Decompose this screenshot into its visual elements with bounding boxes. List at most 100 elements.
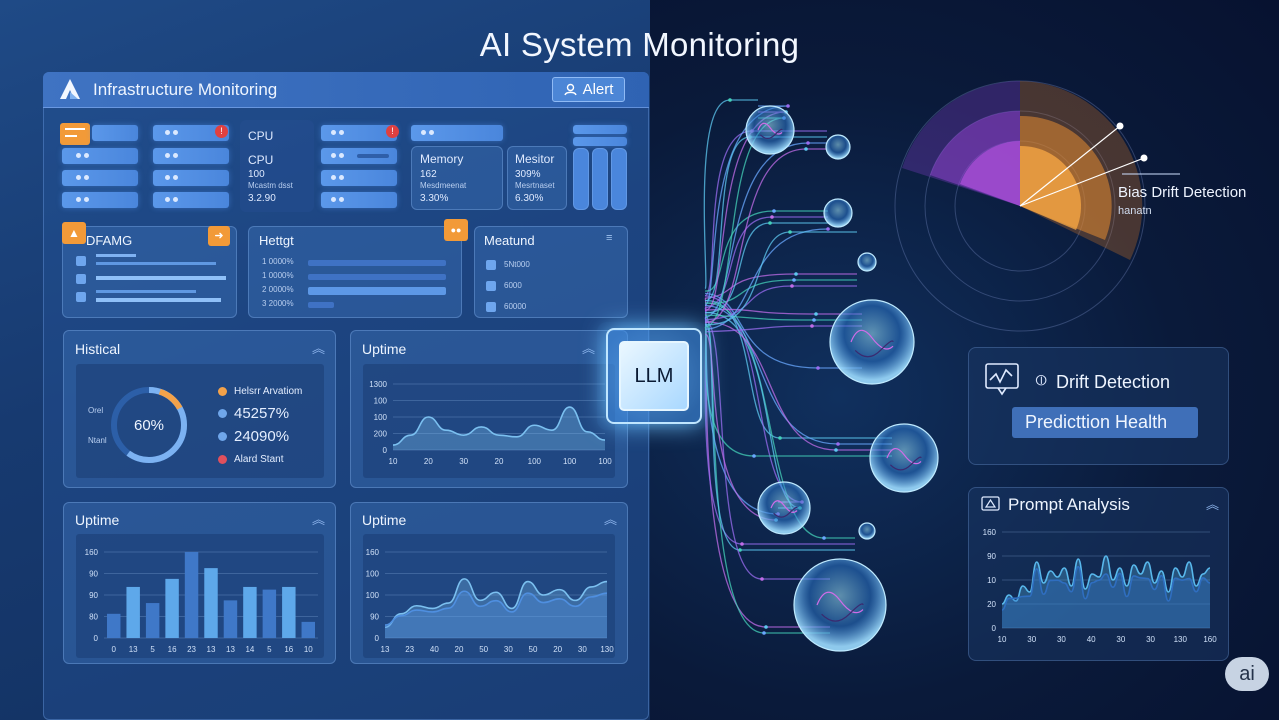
- bar: [107, 613, 121, 638]
- meatund-card: [474, 226, 628, 318]
- nn-node: [790, 284, 794, 288]
- legend-dot: [218, 386, 227, 396]
- network-orb: [825, 134, 851, 160]
- prediction-health-button[interactable]: Predicttion Health: [1012, 407, 1198, 438]
- prompt-series-line: [1001, 555, 1211, 605]
- y-tick-label: 100: [366, 591, 380, 600]
- server-bar: [321, 170, 397, 186]
- uptime-area-line: [392, 406, 606, 446]
- meatund-rows: 5Nt000 6000 60000: [486, 254, 616, 317]
- nn-connection: [704, 285, 857, 321]
- memory-card: [411, 146, 503, 210]
- x-tick-label: 30: [459, 457, 468, 466]
- y-tick-label: 160: [983, 528, 997, 537]
- nn-connection: [704, 210, 828, 292]
- arrow-icon: ➜: [208, 226, 230, 246]
- nn-node: [804, 147, 808, 151]
- ai-badge[interactable]: ai: [1225, 657, 1269, 691]
- server-bar: [153, 170, 229, 186]
- server-bar: [411, 125, 503, 141]
- legend-label: 45257%: [234, 405, 290, 422]
- page-title: AI System Monitoring: [479, 26, 800, 63]
- bar: [204, 568, 218, 638]
- nn-node: [762, 631, 766, 635]
- collapse-chevron-icon[interactable]: ︽: [1206, 497, 1220, 512]
- nn-connection: [703, 99, 758, 290]
- nn-node: [826, 227, 830, 231]
- prompt-analysis-title: Prompt Analysis: [1008, 495, 1130, 514]
- x-tick-label: 100: [563, 457, 577, 466]
- bar: [126, 586, 140, 638]
- cpu-sub: Mcastm dsst: [248, 181, 293, 190]
- infrastructure-header: [43, 72, 649, 108]
- collapse-chevron-icon[interactable]: ︽: [582, 341, 596, 356]
- x-tick-label: 50: [479, 645, 488, 654]
- memory-sub: Mesdmeenat: [420, 181, 467, 190]
- x-tick-label: 10: [998, 635, 1007, 644]
- nn-node: [772, 209, 776, 213]
- hettgt-row-label: 3 2000%: [262, 299, 294, 308]
- x-tick-label: 20: [455, 645, 464, 654]
- nn-node: [792, 278, 796, 282]
- meatund-row-label: 5Nt000: [504, 260, 530, 269]
- bar: [262, 589, 277, 638]
- x-tick-label: 10: [304, 645, 313, 654]
- rack-bar: [573, 125, 627, 134]
- alert-button[interactable]: Alert: [552, 77, 625, 102]
- nn-connection: [704, 321, 892, 451]
- x-tick-label: 130: [1174, 635, 1188, 644]
- error-badge: !: [215, 125, 228, 138]
- infrastructure-title: Infrastructure Monitoring: [93, 80, 278, 99]
- y-tick-label: 160: [85, 548, 99, 557]
- network-orb: [793, 558, 887, 652]
- network-orb: [757, 481, 811, 535]
- memory-value: 162: [420, 169, 437, 180]
- hettgt-row-label: 1 0000%: [262, 271, 294, 280]
- x-tick-label: 20: [495, 457, 504, 466]
- gauge-arc: [111, 387, 187, 463]
- x-tick-label: 20: [424, 457, 433, 466]
- network-orb: [869, 423, 939, 493]
- x-tick-label: 0: [112, 645, 117, 654]
- x-tick-label: 5: [267, 645, 272, 654]
- x-tick-label: 100: [528, 457, 542, 466]
- orb-squiggle: [850, 329, 894, 350]
- nn-node: [814, 312, 818, 316]
- memory-label: Memory: [420, 152, 464, 166]
- historical-inner: [76, 364, 324, 478]
- x-tick-label: 13: [207, 645, 216, 654]
- x-tick-label: 16: [284, 645, 293, 654]
- legend-dot: [218, 409, 227, 418]
- x-tick-label: 16: [168, 645, 177, 654]
- nn-node: [770, 215, 774, 219]
- collapse-chevron-icon[interactable]: ︽: [604, 512, 618, 527]
- memory-value2: 3.30%: [420, 193, 449, 204]
- menu-icon[interactable]: ≡: [606, 232, 613, 244]
- server-bar: [62, 148, 138, 164]
- gauge-value: 60%: [134, 417, 164, 434]
- network-orb: [829, 299, 915, 385]
- x-tick-label: 50: [529, 645, 538, 654]
- orb-squiggle: [757, 122, 783, 135]
- bar: [184, 552, 199, 638]
- dfamg-list: [76, 254, 226, 302]
- y-tick-label: 90: [987, 552, 996, 561]
- llm-label: LLM: [619, 341, 689, 411]
- bar: [282, 586, 296, 638]
- collapse-chevron-icon[interactable]: ︽: [312, 341, 326, 356]
- alert-button-label: Alert: [582, 81, 614, 98]
- collapse-chevron-icon[interactable]: ︽: [312, 512, 326, 527]
- uptime-area2-secondary-line: [384, 590, 608, 626]
- uptime-area-title: Uptime: [362, 512, 407, 528]
- x-tick-label: 20: [553, 645, 562, 654]
- cpu-value2: 3.2.90: [248, 193, 276, 204]
- server-bar: [153, 125, 229, 141]
- orb-squiggle: [854, 340, 894, 358]
- nn-node: [768, 221, 772, 225]
- nn-node: [816, 366, 820, 370]
- historical-left-label: Orel: [88, 406, 104, 415]
